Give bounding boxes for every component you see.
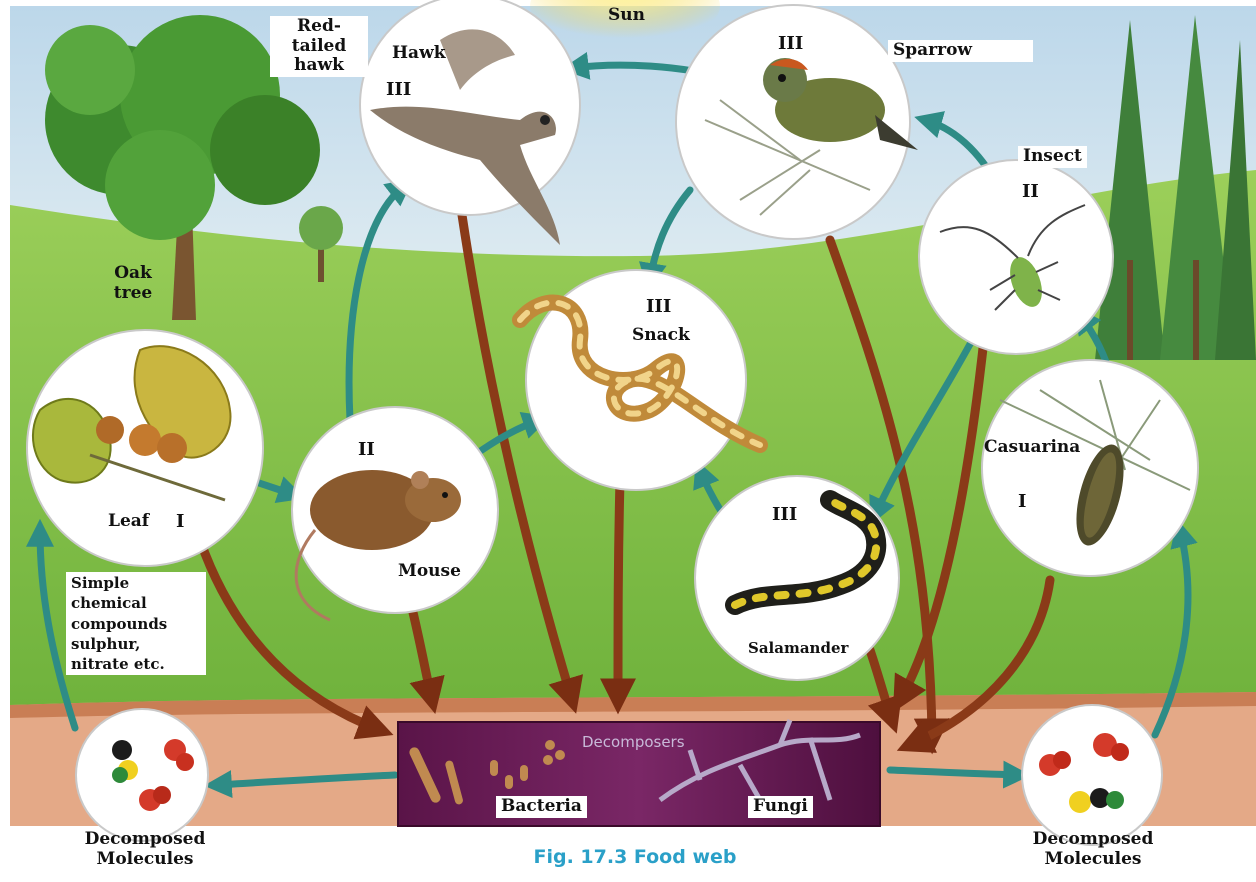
oak-tree-label: Oak tree xyxy=(108,264,158,303)
figure-caption: Fig. 17.3 Food web xyxy=(500,846,770,868)
insect-name-label: Insect xyxy=(1018,146,1087,168)
sun-label: Sun xyxy=(608,6,645,26)
casuarina-name-label: Casuarina xyxy=(984,438,1080,458)
insect-level-label: II xyxy=(1022,182,1039,203)
leaf-level-label: I xyxy=(176,512,184,533)
arrow-snake-to-decomposers xyxy=(618,480,620,700)
decomposed-molecules-left-label: Decomposed Molecules xyxy=(60,830,230,869)
mouse-name-label: Mouse xyxy=(398,562,461,582)
snake-level-label: III xyxy=(646,297,671,318)
leaf-name-label: Leaf xyxy=(108,512,149,532)
fungi-label: Fungi xyxy=(748,796,813,818)
sparrow-level-label: III xyxy=(778,34,803,55)
decomposed-molecules-right xyxy=(1022,705,1162,845)
decomposed-molecules-left xyxy=(76,709,208,841)
hawk-level-label: III xyxy=(386,80,411,101)
sparrow-name-label: Sparrow xyxy=(888,40,1033,62)
decomposed-molecules-right-label: Decomposed Molecules xyxy=(1008,830,1178,869)
decomposers-label: Decomposers xyxy=(582,734,685,751)
salamander-name-label: Salamander xyxy=(748,640,848,657)
casuarina-level-label: I xyxy=(1018,492,1026,513)
insect-circle xyxy=(919,160,1113,354)
hawk-name-label: Hawk xyxy=(392,44,446,64)
simple-compounds-label: Simple chemical compounds sulphur, nitra… xyxy=(66,572,206,675)
casuarina-circle xyxy=(982,360,1198,576)
salamander-level-label: III xyxy=(772,505,797,526)
hawk-tag-label: Red-tailed hawk xyxy=(270,16,368,77)
bacteria-label: Bacteria xyxy=(496,796,587,818)
mouse-level-label: II xyxy=(358,440,375,461)
snake-name-label: Snack xyxy=(632,326,690,346)
